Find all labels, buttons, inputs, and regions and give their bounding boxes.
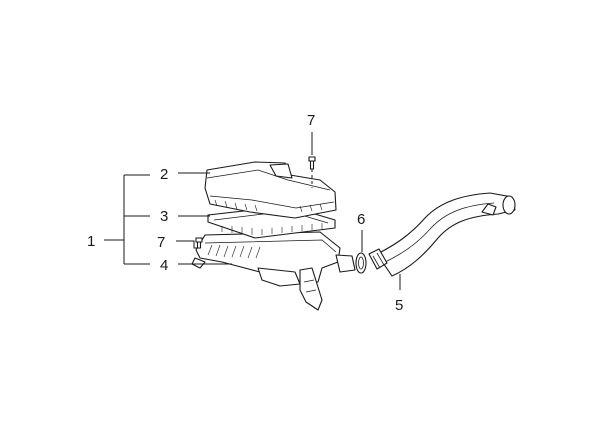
callout-5: 5 — [395, 297, 403, 314]
callout-7-top: 7 — [307, 112, 315, 129]
lower-housing — [191, 231, 356, 311]
leader-lines — [104, 132, 401, 290]
screw-top — [308, 156, 316, 188]
screw-left — [195, 237, 203, 249]
callout-7-left: 7 — [157, 234, 165, 251]
callout-6: 6 — [357, 211, 365, 228]
callout-2: 2 — [160, 166, 168, 183]
callout-3: 3 — [160, 208, 168, 225]
intake-hose — [368, 192, 516, 277]
callout-4: 4 — [160, 257, 168, 274]
hose-clamp — [355, 252, 367, 274]
upper-cover — [204, 161, 337, 219]
callout-1: 1 — [87, 233, 95, 250]
